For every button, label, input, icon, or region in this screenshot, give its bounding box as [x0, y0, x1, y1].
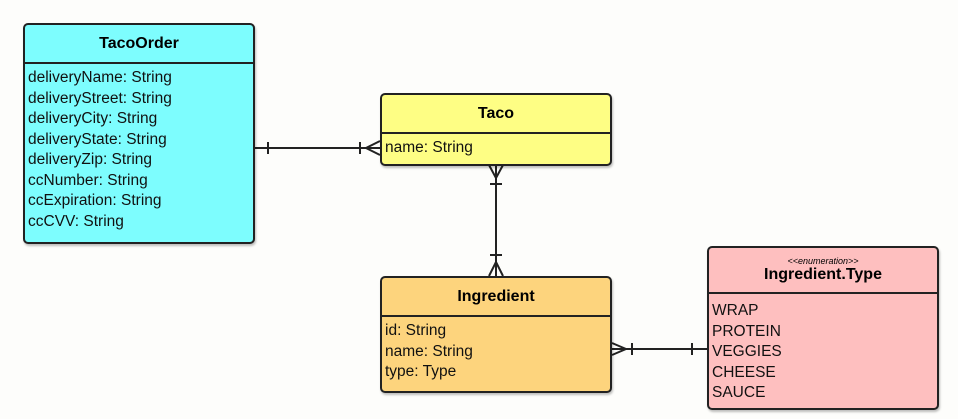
field: VEGGIES [712, 343, 782, 360]
entity-taco[interactable]: Taco name: String [380, 93, 612, 166]
entity-title: Taco [382, 95, 610, 134]
entity-ingredient-type[interactable]: <<enumeration>> Ingredient.Type WRAP PROT… [707, 246, 939, 410]
rel-ingredient-type [611, 342, 707, 356]
field: PROTEIN [712, 322, 781, 340]
field: WRAP [712, 302, 759, 319]
field: name: String [385, 139, 473, 156]
rel-taco-ingredient [488, 164, 504, 277]
field: CHEESE [712, 363, 776, 381]
field-list: deliveryName: String deliveryStreet: Stri… [25, 64, 253, 236]
field: deliveryZip: String [28, 151, 153, 168]
field-list: WRAP PROTEIN VEGGIES CHEESE SAUCE [709, 294, 937, 408]
stereotype-label: <<enumeration>> [787, 255, 859, 266]
field-list: name: String [382, 134, 610, 163]
field: id: String [385, 322, 447, 339]
field: deliveryName: String [28, 69, 172, 86]
field-list: id: String name: String type: Type [382, 317, 610, 387]
entity-title: Ingredient [382, 278, 610, 317]
rel-tacoorder-taco [254, 140, 381, 156]
field: ccExpiration: String [28, 192, 162, 209]
field: name: String [385, 342, 473, 360]
entity-ingredient[interactable]: Ingredient id: String name: String type: T… [380, 276, 612, 393]
field: ccNumber: String [28, 171, 148, 189]
field: ccCVV: String [28, 212, 124, 230]
field: deliveryState: String [28, 130, 167, 148]
field: deliveryCity: String [28, 110, 158, 127]
entity-title: Ingredient.Type [764, 265, 882, 283]
entity-title: TacoOrder [25, 25, 253, 64]
field: deliveryStreet: String [28, 89, 172, 107]
field: type: Type [385, 363, 457, 380]
field: SAUCE [712, 384, 766, 401]
entity-taco-order[interactable]: TacoOrder deliveryName: String deliverySt… [23, 23, 255, 244]
